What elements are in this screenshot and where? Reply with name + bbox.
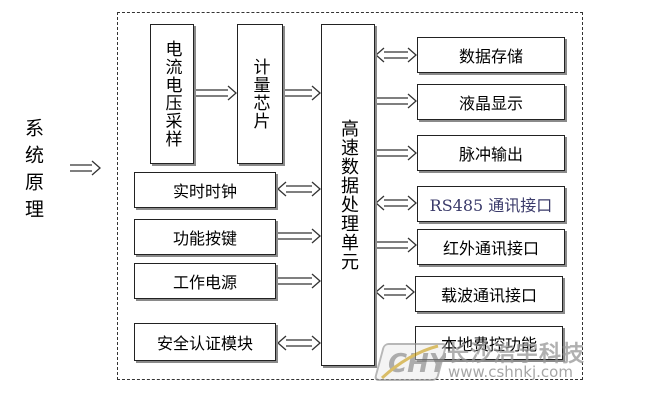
- arrow-chip-to-processor: [284, 85, 321, 101]
- processor-block: 高速数据处理单元: [321, 24, 375, 366]
- arrow-security-processor: [277, 335, 321, 351]
- power-supply-block: 工作电源: [134, 263, 276, 299]
- arrow-power-to-processor: [278, 273, 321, 289]
- arrow-sampling-to-chip: [194, 85, 237, 101]
- arrow-keys-to-processor: [278, 228, 321, 244]
- arrow-processor-pulse: [376, 145, 417, 161]
- current-voltage-sampling-block: 电流电压采样: [150, 24, 194, 164]
- metering-chip-block: 计量芯片: [237, 24, 283, 164]
- arrow-processor-rs485: [375, 195, 417, 211]
- arrow-processor-lcd: [376, 93, 417, 109]
- function-keys-block: 功能按键: [134, 219, 276, 255]
- security-module-block: 安全认证模块: [134, 323, 276, 361]
- arrow-rtc-processor: [277, 181, 321, 197]
- system-principle-label: 系统原理: [22, 118, 44, 226]
- watermark-url: www.cshnkj.com: [448, 363, 573, 381]
- carrier-interface-block: 载波通讯接口: [415, 276, 563, 312]
- watermark-company-name: 长沙浩宇科技: [447, 342, 586, 367]
- company-logo-icon: CHY: [374, 343, 446, 381]
- data-storage-block: 数据存储: [417, 37, 565, 73]
- rs485-interface-block: RS485 通讯接口: [417, 186, 565, 222]
- lcd-display-block: 液晶显示: [417, 84, 565, 120]
- system-boundary: [117, 12, 583, 380]
- arrow-processor-storage: [375, 47, 417, 63]
- pulse-output-block: 脉冲输出: [417, 135, 565, 171]
- input-arrow: [70, 160, 101, 176]
- arrow-processor-carrier: [375, 284, 415, 300]
- infrared-interface-block: 红外通讯接口: [417, 229, 565, 265]
- real-time-clock-block: 实时时钟: [134, 172, 276, 208]
- arrow-processor-infrared: [376, 237, 417, 253]
